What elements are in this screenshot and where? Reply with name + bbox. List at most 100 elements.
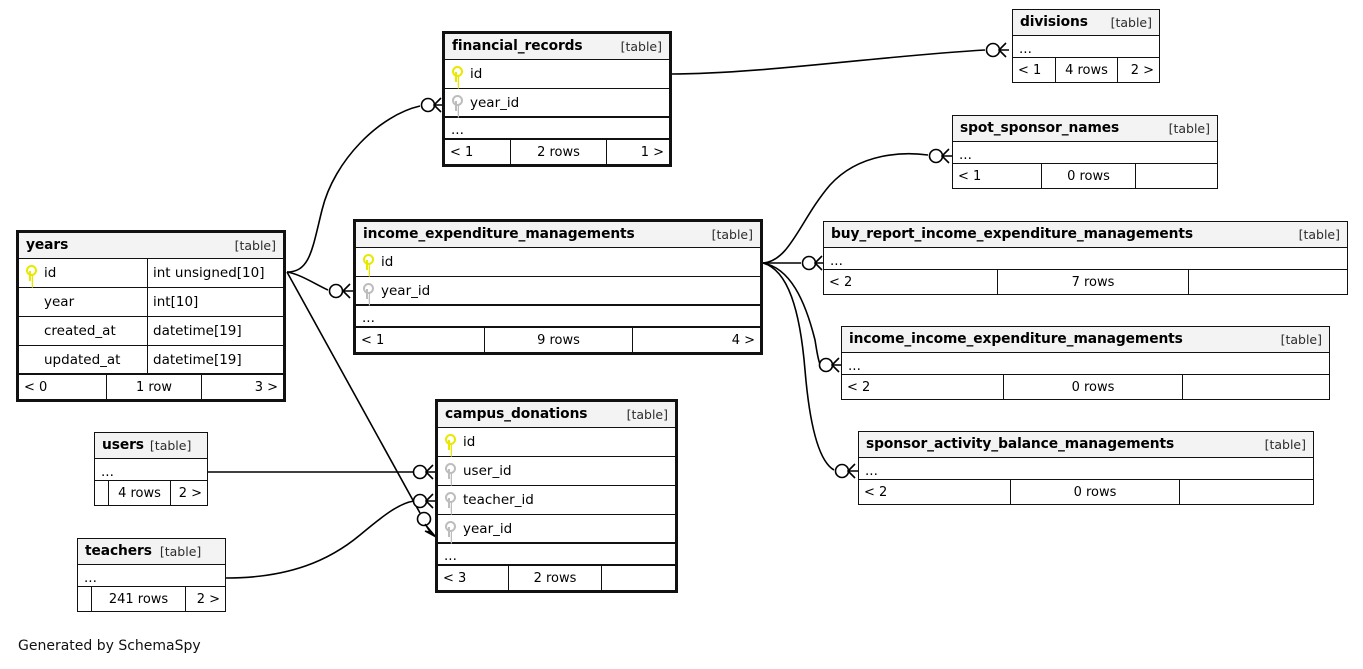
footer-rowcount: 2 rows [508, 566, 601, 590]
footer-rowcount: 0 rows [1041, 164, 1135, 188]
footer-children[interactable] [1182, 375, 1329, 399]
table-teachers[interactable]: teachers [table] ... 241 rows 2 > [77, 538, 226, 612]
edge-teachers-to-campus-donations [225, 500, 415, 579]
footer-parents[interactable]: < 1 [958, 168, 982, 184]
column-row-updated-at[interactable]: updated_at datetime[19] [19, 345, 283, 375]
table-footer-sponsor-activity: < 2 0 rows [859, 480, 1313, 504]
footer-rowcount: 241 rows [91, 587, 185, 611]
footer-parents[interactable]: < 0 [24, 379, 48, 395]
column-row-id[interactable]: id [445, 60, 669, 89]
table-tag: [table] [1280, 331, 1322, 347]
table-tag: [table] [1298, 226, 1340, 242]
table-title: campus_donations [445, 406, 588, 422]
table-tag: [table] [626, 406, 668, 422]
column-type: int unsigned[10] [147, 258, 277, 288]
footer-children[interactable]: 2 > [1117, 58, 1159, 82]
table-header-years: years [table] [19, 233, 283, 259]
table-divisions[interactable]: divisions [table] ... < 1 4 rows 2 > [1012, 9, 1160, 83]
edge-endpoint-circle [420, 97, 436, 113]
column-name: id [463, 434, 476, 450]
table-tag: [table] [149, 437, 192, 453]
column-row-teacher-id[interactable]: teacher_id [438, 486, 675, 515]
footer-children[interactable]: 3 > [201, 375, 283, 399]
edge-endpoint-circle [834, 463, 850, 479]
footer-rowcount: 9 rows [484, 328, 632, 352]
table-income-expenditure-managements[interactable]: income_expenditure_managements [table] i… [353, 219, 763, 355]
table-financial-records[interactable]: financial_records [table] id year_id ...… [442, 31, 672, 167]
table-income-income-expenditure-managements[interactable]: income_income_expenditure_managements [t… [841, 326, 1330, 400]
edge-endpoint-circle [985, 42, 1001, 58]
table-header-divisions: divisions [table] [1013, 10, 1159, 36]
more-columns-ellipsis: ... [1013, 36, 1159, 58]
footer-children[interactable] [1135, 164, 1217, 188]
table-header-financial-records: financial_records [table] [445, 34, 669, 60]
footer-parents[interactable]: < 2 [829, 274, 853, 290]
table-years[interactable]: years [table] id int unsigned[10] year i… [16, 230, 286, 402]
edge-endpoint-circle [416, 511, 432, 527]
column-row-user-id[interactable]: user_id [438, 457, 675, 486]
footer-parents[interactable]: < 2 [864, 484, 888, 500]
table-sponsor-activity-balance-managements[interactable]: sponsor_activity_balance_managements [ta… [858, 431, 1314, 505]
footer-children[interactable] [601, 566, 675, 590]
footer-children[interactable]: 4 > [632, 328, 760, 352]
crowfoot-spot-sponsor-names [940, 148, 952, 164]
column-row-year-id[interactable]: year_id [445, 89, 669, 118]
table-tag: [table] [1168, 120, 1210, 136]
foreign-key-icon [444, 463, 456, 479]
more-columns-ellipsis: ... [78, 565, 225, 587]
column-name: user_id [463, 463, 512, 479]
footer-parents[interactable]: < 1 [450, 144, 474, 160]
edge-endpoint-circle [818, 357, 834, 373]
crowfoot-iem [341, 283, 353, 299]
edge-endpoint-circle [801, 255, 817, 271]
edge-endpoint-circle [412, 493, 428, 509]
table-users[interactable]: users [table] ... 4 rows 2 > [94, 432, 208, 506]
table-tag: [table] [159, 543, 202, 559]
table-tag: [table] [711, 226, 753, 242]
table-tag: [table] [234, 237, 276, 253]
footer-rowcount: 1 row [106, 375, 201, 399]
more-columns-ellipsis: ... [95, 459, 207, 481]
column-row-id[interactable]: id [356, 248, 760, 277]
table-spot-sponsor-names[interactable]: spot_sponsor_names [table] ... < 1 0 row… [952, 115, 1218, 189]
footer-parents[interactable]: < 2 [847, 379, 871, 395]
primary-key-icon [451, 66, 463, 82]
table-title: income_income_expenditure_managements [849, 331, 1183, 347]
crowfoot-sponsor-activity [846, 463, 858, 479]
footer-children[interactable]: 1 > [606, 140, 669, 164]
edge-endpoint-circle [412, 464, 428, 480]
footer-parents[interactable]: < 3 [443, 570, 467, 586]
table-title: users [102, 437, 144, 453]
table-header-buy-report: buy_report_income_expenditure_management… [824, 222, 1347, 248]
table-footer-iem: < 1 9 rows 4 > [356, 328, 760, 352]
footer-children[interactable]: 2 > [185, 587, 225, 611]
column-name: created_at [44, 323, 116, 339]
column-row-id[interactable]: id [438, 428, 675, 457]
footer-rowcount: 2 rows [510, 140, 606, 164]
foreign-key-icon [444, 520, 456, 537]
footer-parents[interactable] [78, 587, 91, 611]
table-tag: [table] [1264, 436, 1306, 452]
column-name: year_id [381, 282, 431, 299]
column-type: datetime[19] [147, 345, 277, 374]
footer-rowcount: 0 rows [1003, 375, 1182, 399]
column-row-id[interactable]: id int unsigned[10] [19, 258, 283, 288]
footer-children[interactable] [1188, 270, 1347, 294]
footer-parents[interactable]: < 1 [361, 332, 385, 348]
column-row-year-id[interactable]: year_id [438, 515, 675, 544]
column-row-year-id[interactable]: year_id [356, 277, 760, 306]
footer-parents[interactable] [95, 481, 108, 505]
column-name: teacher_id [463, 492, 534, 508]
column-row-year[interactable]: year int[10] [19, 287, 283, 317]
footer-children[interactable] [1179, 480, 1313, 504]
column-row-created-at[interactable]: created_at datetime[19] [19, 316, 283, 346]
more-columns-ellipsis: ... [953, 142, 1217, 164]
footer-parents[interactable]: < 1 [1018, 62, 1042, 78]
edge-financial-records-to-divisions [670, 49, 986, 75]
table-campus-donations[interactable]: campus_donations [table] id user_id teac… [435, 399, 678, 593]
table-buy-report-income-expenditure-managements[interactable]: buy_report_income_expenditure_management… [823, 221, 1348, 295]
footer-children[interactable]: 2 > [170, 481, 207, 505]
primary-key-icon [444, 434, 456, 450]
table-header-spot-sponsor-names: spot_sponsor_names [table] [953, 116, 1217, 142]
edge-years-to-iem [286, 271, 329, 291]
